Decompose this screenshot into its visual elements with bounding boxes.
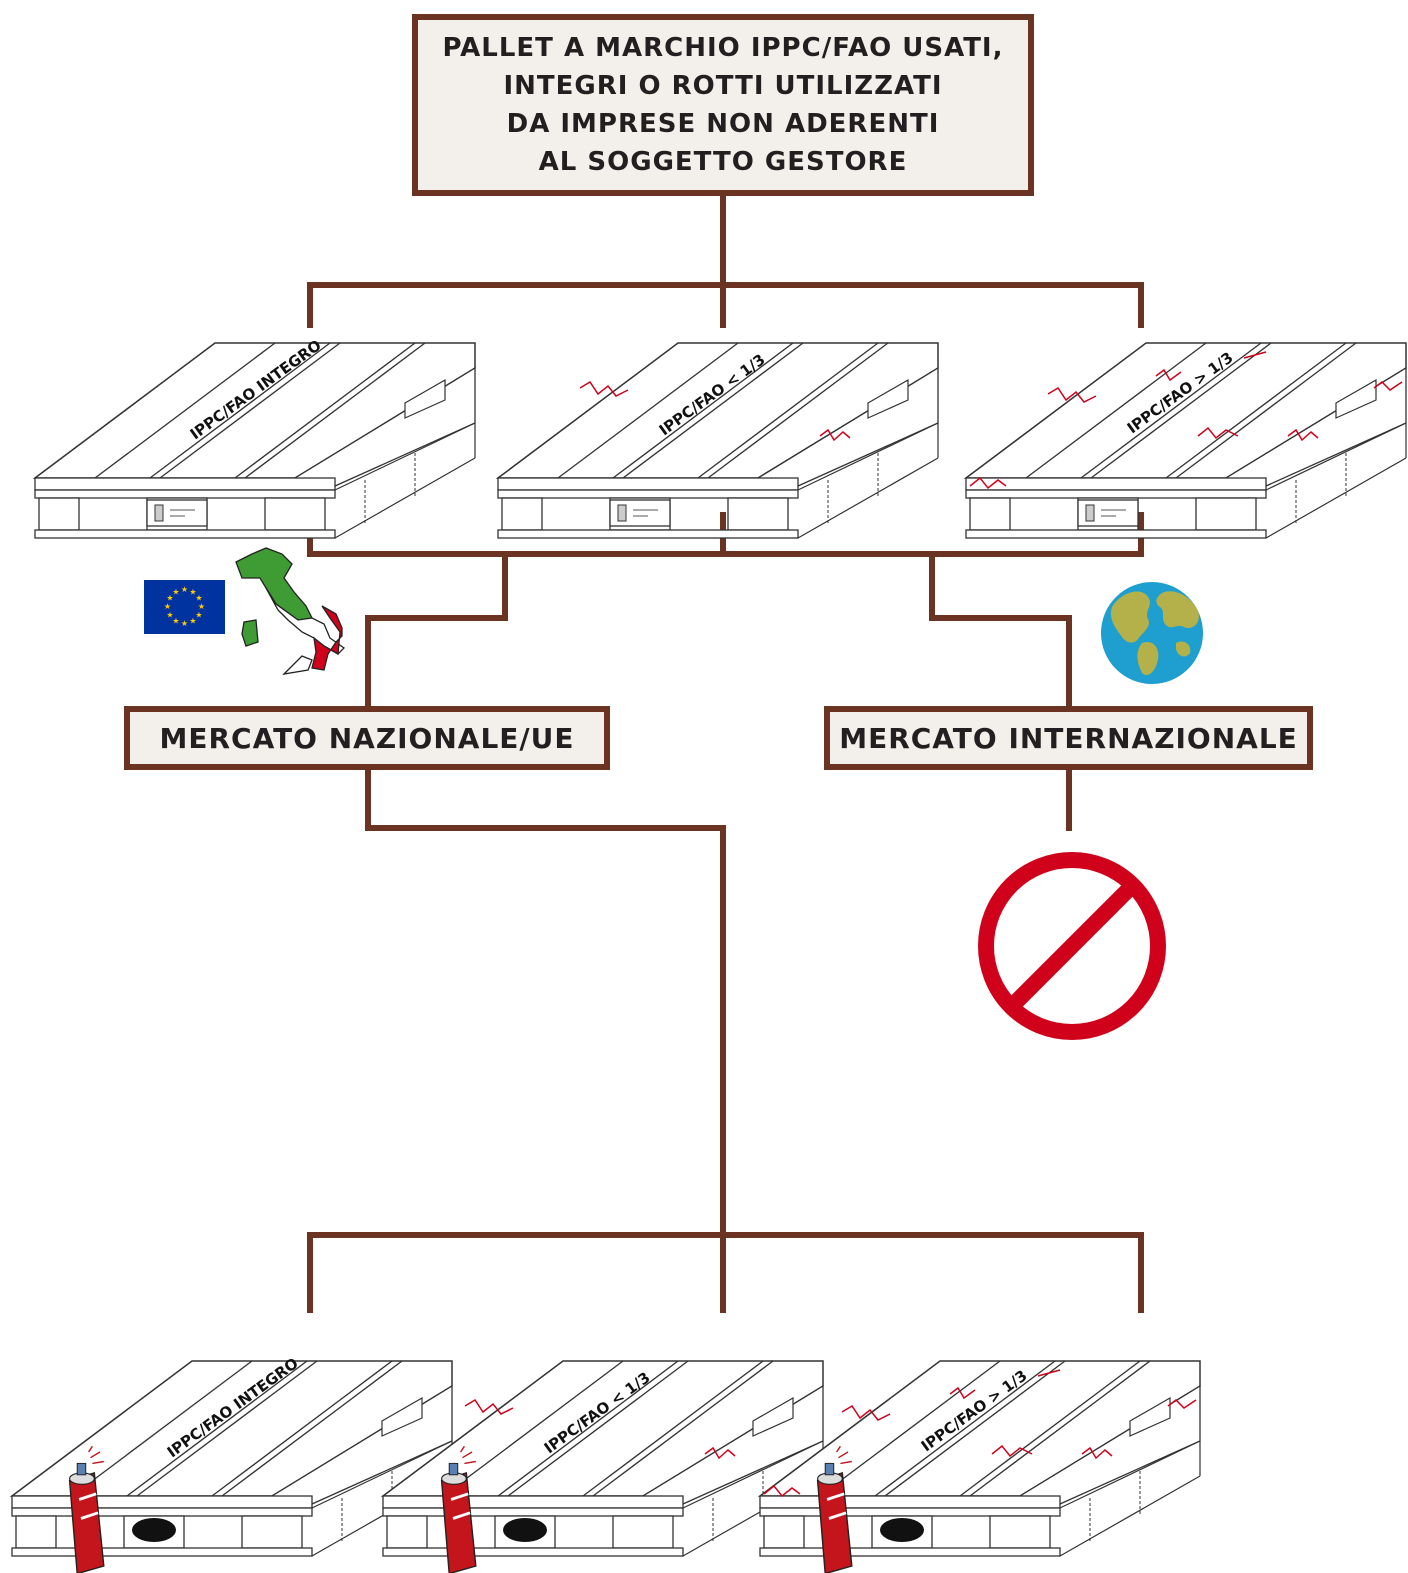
crack-mark [1243, 351, 1267, 359]
crack-mark [1081, 1446, 1113, 1460]
svg-text:★: ★ [166, 611, 173, 620]
svg-text:★: ★ [189, 588, 196, 597]
crack-mark [949, 1386, 976, 1400]
crack-mark [704, 1446, 736, 1460]
crack-mark [1197, 426, 1239, 440]
italy-map-icon [235, 547, 346, 675]
pallet-top-3: IPPC/FAO > 1/3 [965, 342, 1407, 539]
crack-mark [1047, 386, 1097, 403]
crack-mark [819, 428, 851, 442]
svg-text:★: ★ [172, 588, 179, 597]
pallet-top-2: IPPC/FAO < 1/3 [497, 342, 939, 539]
national-market-label: MERCATO NAZIONALE/UE [159, 721, 575, 755]
crack-mark [464, 1398, 514, 1415]
svg-text:★: ★ [195, 611, 202, 620]
crack-mark [1167, 1399, 1197, 1409]
crack-mark [991, 1444, 1033, 1458]
svg-text:★: ★ [181, 619, 188, 628]
crack-mark [1287, 428, 1319, 442]
title-line: INTEGRI O ROTTI UTILIZZATI [503, 71, 943, 101]
svg-text:★: ★ [181, 585, 188, 594]
svg-text:★: ★ [166, 594, 173, 603]
title-box: PALLET A MARCHIO IPPC/FAO USATI, INTEGRI… [412, 14, 1034, 196]
pallet-top-1: IPPC/FAO INTEGRO [34, 336, 476, 539]
national-market-box: MERCATO NAZIONALE/UE [124, 706, 610, 770]
svg-text:★: ★ [198, 602, 205, 611]
svg-text:★: ★ [172, 617, 179, 626]
title-line: AL SOGGETTO GESTORE [538, 147, 908, 177]
pallet-bottom-1: IPPC/FAO INTEGRO [11, 1354, 453, 1557]
crack-mark [579, 380, 629, 397]
crack-mark [763, 1484, 801, 1498]
pallet-bottom-2: IPPC/FAO < 1/3 [382, 1360, 824, 1557]
globe-icon [1101, 582, 1203, 684]
no-entry-icon [978, 852, 1166, 1040]
international-market-box: MERCATO INTERNAZIONALE [824, 706, 1313, 770]
pallet-bottom-3: IPPC/FAO > 1/3 [759, 1360, 1201, 1557]
crack-mark [841, 1404, 891, 1421]
crack-mark [1155, 368, 1182, 382]
title-line: PALLET A MARCHIO IPPC/FAO USATI, [442, 33, 1004, 63]
crack-mark [969, 476, 1007, 490]
title-line: DA IMPRESE NON ADERENTI [506, 109, 940, 139]
crack-mark [1037, 1369, 1061, 1377]
svg-text:★: ★ [164, 602, 171, 611]
svg-text:★: ★ [195, 594, 202, 603]
crack-mark [1373, 381, 1403, 391]
eu-flag-icon: ★★★ ★★★ ★★★ ★★★ [144, 580, 225, 634]
international-market-label: MERCATO INTERNAZIONALE [839, 721, 1298, 755]
svg-text:★: ★ [189, 617, 196, 626]
